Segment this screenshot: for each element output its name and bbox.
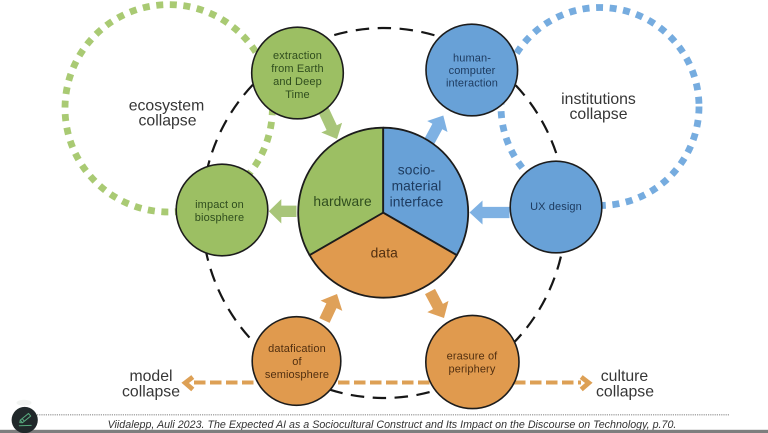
svg-text:impact on: impact on bbox=[195, 199, 244, 211]
svg-text:data: data bbox=[371, 246, 398, 261]
svg-text:collapse: collapse bbox=[570, 106, 628, 123]
svg-text:computer: computer bbox=[449, 65, 496, 77]
svg-text:hardware: hardware bbox=[313, 194, 372, 209]
svg-text:Time: Time bbox=[285, 89, 310, 101]
svg-text:interaction: interaction bbox=[446, 78, 498, 90]
svg-text:Viidalepp, Auli 2023. The Expe: Viidalepp, Auli 2023. The Expected AI as… bbox=[108, 419, 677, 431]
svg-text:institutions: institutions bbox=[561, 91, 636, 108]
svg-text:socio-: socio- bbox=[398, 163, 435, 178]
svg-text:biosphere: biosphere bbox=[195, 212, 244, 224]
svg-text:from Earth: from Earth bbox=[271, 63, 324, 75]
svg-text:culture: culture bbox=[601, 368, 649, 385]
svg-text:material: material bbox=[392, 179, 442, 194]
svg-text:extraction: extraction bbox=[273, 50, 322, 62]
svg-text:datafication: datafication bbox=[268, 343, 326, 355]
svg-text:periphery: periphery bbox=[449, 363, 496, 375]
svg-text:collapse: collapse bbox=[139, 113, 197, 130]
svg-text:collapse: collapse bbox=[596, 384, 654, 401]
svg-text:UX design: UX design bbox=[530, 201, 582, 213]
svg-text:of: of bbox=[292, 356, 302, 368]
svg-text:human-: human- bbox=[453, 53, 491, 65]
svg-text:interface: interface bbox=[390, 195, 444, 210]
svg-text:collapse: collapse bbox=[122, 384, 180, 401]
svg-text:model: model bbox=[129, 368, 172, 385]
svg-text:and Deep: and Deep bbox=[273, 76, 322, 88]
svg-text:semiosphere: semiosphere bbox=[265, 369, 329, 381]
svg-text:erasure of: erasure of bbox=[447, 351, 499, 363]
svg-text:ecosystem: ecosystem bbox=[129, 98, 205, 115]
